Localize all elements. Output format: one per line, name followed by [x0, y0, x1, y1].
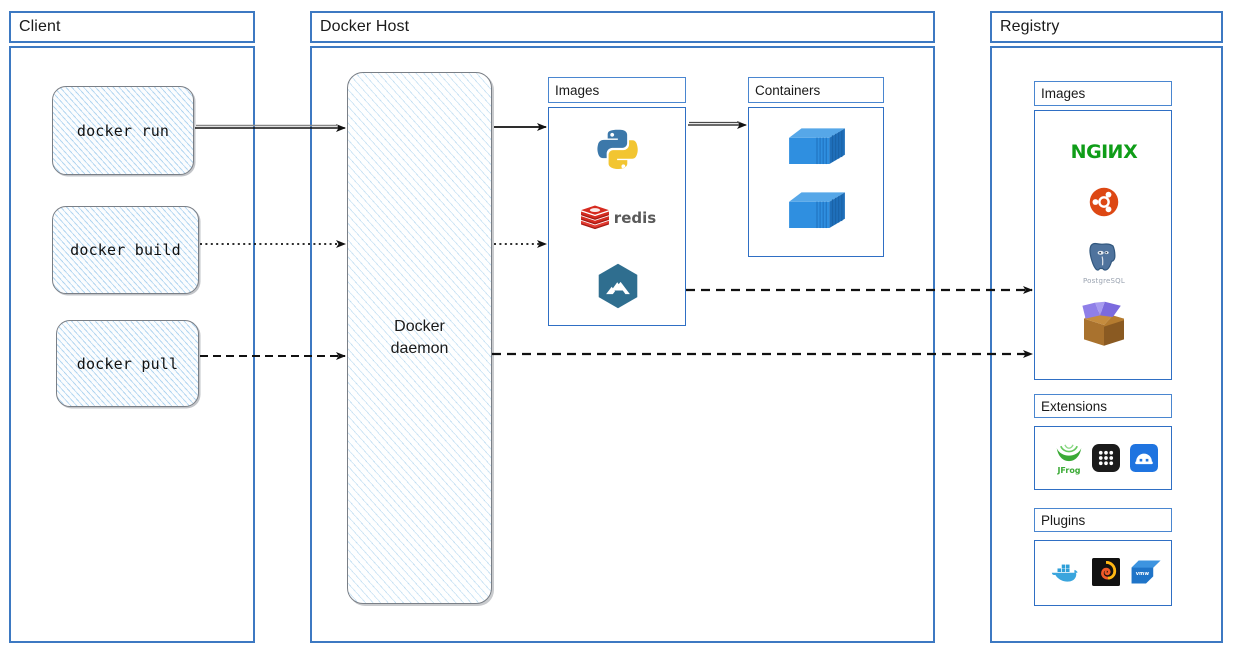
host-containers-header: Containers [748, 77, 884, 103]
docker-whale-icon [1045, 553, 1087, 591]
docker-pull-box[interactable]: docker pull [56, 320, 199, 407]
client-panel-title: Client [19, 18, 61, 35]
docker-pull-label: docker pull [76, 354, 179, 373]
registry-plugins-header: Plugins [1034, 508, 1172, 532]
registry-plugins-title: Plugins [1041, 512, 1086, 528]
redis-icon: redis [549, 200, 687, 236]
client-panel-header: Client [9, 11, 255, 43]
docker-daemon-box[interactable]: Docker daemon [347, 72, 492, 604]
host-containers-body [748, 107, 884, 257]
nginx-wordmark: NGINX [1070, 141, 1138, 163]
postgresql-icon: PostgreSQL [1035, 235, 1173, 289]
jfrog-wordmark: JFrog [1057, 465, 1081, 475]
docker-run-label: docker run [76, 121, 170, 140]
container-icon [749, 186, 885, 236]
ubuntu-icon [1035, 183, 1173, 221]
daemon-line-2: daemon [390, 340, 449, 357]
python-icon [549, 122, 687, 176]
grid-app-icon [1089, 441, 1123, 475]
registry-panel-header: Registry [990, 11, 1223, 43]
registry-extensions-body: JFrog [1034, 426, 1172, 490]
host-images-header: Images [548, 77, 686, 103]
registry-images-header: Images [1034, 81, 1172, 106]
registry-extensions-title: Extensions [1041, 398, 1108, 414]
docker-build-label: docker build [70, 241, 181, 259]
host-containers-title: Containers [755, 82, 821, 98]
blue-app-icon [1127, 441, 1161, 475]
container-icon [749, 122, 885, 172]
registry-images-title: Images [1041, 86, 1086, 101]
registry-plugins-body: vmw [1034, 540, 1172, 606]
docker-daemon-label: Docker daemon [391, 316, 449, 359]
host-images-title: Images [555, 82, 600, 98]
docker-run-box[interactable]: docker run [52, 86, 194, 175]
postgresql-wordmark: PostgreSQL [1083, 276, 1125, 285]
redis-wordmark: redis [613, 209, 657, 227]
alpine-icon [549, 260, 687, 312]
registry-panel-title: Registry [1000, 18, 1060, 35]
docker-host-panel-header: Docker Host [310, 11, 935, 43]
host-images-body: redis [548, 107, 686, 326]
nginx-icon: NGINX [1035, 137, 1173, 167]
daemon-line-1: Docker [394, 318, 445, 336]
registry-extensions-header: Extensions [1034, 394, 1172, 418]
svg-text:vmw: vmw [1136, 571, 1150, 577]
registry-images-body: NGINX PostgreSQL [1034, 110, 1172, 380]
vmware-icon: vmw [1127, 555, 1165, 589]
grafana-icon [1089, 555, 1123, 589]
docker-build-box[interactable]: docker build [52, 206, 199, 294]
jfrog-icon: JFrog [1049, 437, 1089, 481]
open-box-icon [1035, 297, 1173, 353]
docker-host-panel-title: Docker Host [320, 18, 410, 35]
